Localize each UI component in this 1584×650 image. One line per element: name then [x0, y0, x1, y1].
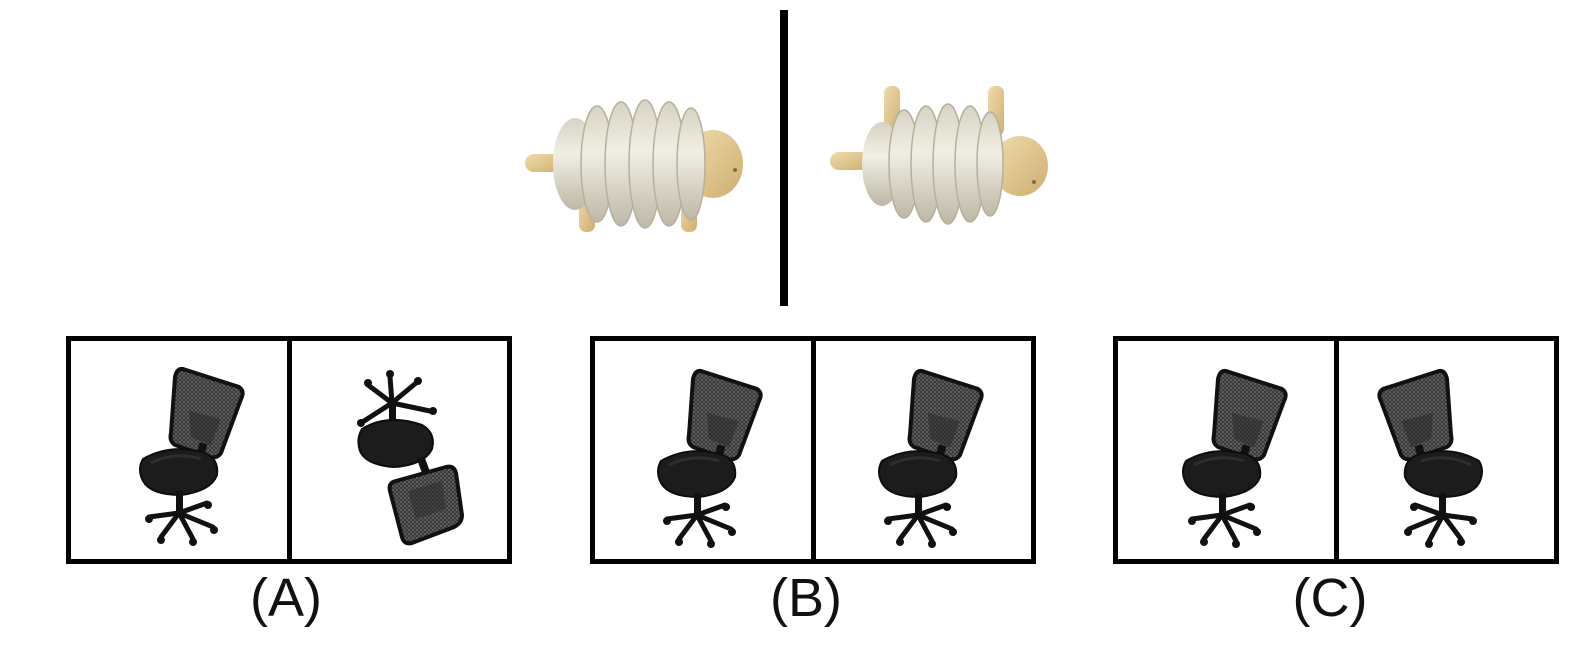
reference-view-right: [828, 84, 1068, 244]
office-chair-icon: [816, 341, 1031, 559]
option-a-label[interactable]: (A): [250, 568, 322, 628]
toy-sheep-icon: [524, 99, 744, 233]
option-c-label[interactable]: (C): [1292, 568, 1368, 628]
toy-sheep-icon: [829, 85, 1049, 225]
office-chair-icon: [71, 341, 287, 559]
option-b-panel[interactable]: [590, 336, 1036, 564]
office-chair-icon: [1118, 341, 1334, 559]
option-b-left-view: [595, 341, 811, 559]
option-a-right-view: [292, 341, 507, 559]
office-chair-icon: [595, 341, 811, 559]
option-c-right-view: [1339, 341, 1554, 559]
office-chair-icon: [1339, 341, 1554, 559]
option-b-label[interactable]: (B): [770, 568, 842, 628]
option-b-divider: [811, 341, 816, 559]
option-a-divider: [287, 341, 292, 559]
option-a-left-view: [71, 341, 287, 559]
option-c-panel[interactable]: [1113, 336, 1559, 564]
option-c-left-view: [1118, 341, 1334, 559]
option-a-panel[interactable]: [66, 336, 512, 564]
office-chair-icon: [292, 341, 507, 559]
option-b-right-view: [816, 341, 1031, 559]
reference-view-left: [523, 80, 763, 240]
option-c-divider: [1334, 341, 1339, 559]
reference-divider: [780, 10, 788, 306]
